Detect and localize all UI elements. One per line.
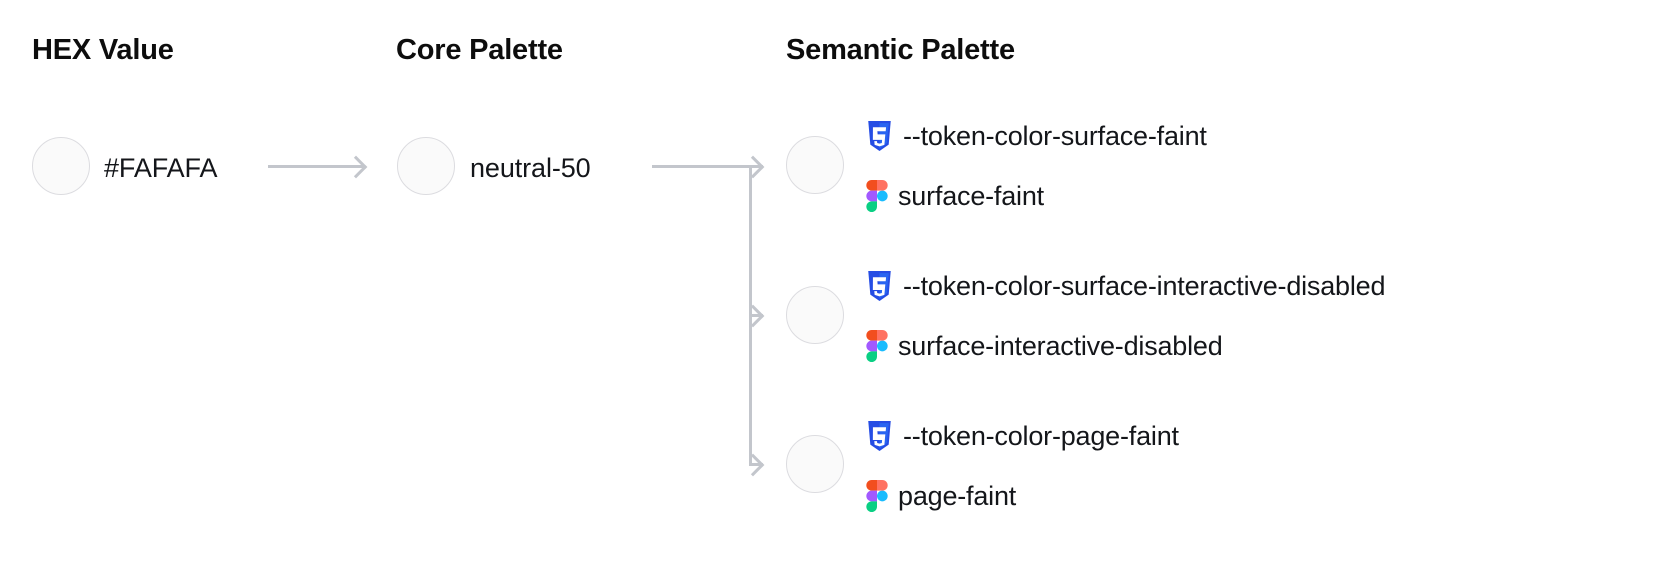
connector-branch-3 bbox=[749, 463, 763, 466]
swatch-semantic-3 bbox=[786, 435, 844, 493]
semantic-token-2-figma-row: surface-interactive-disabled bbox=[866, 330, 1223, 362]
figma-icon bbox=[866, 180, 888, 212]
semantic-token-3-css-row: --token-color-page-faint bbox=[866, 421, 1179, 451]
connector-branch-1 bbox=[749, 165, 763, 168]
connector-core-trunk-entry bbox=[652, 165, 752, 168]
swatch-semantic-2 bbox=[786, 286, 844, 344]
swatch-semantic-1 bbox=[786, 136, 844, 194]
semantic-token-3-figma-label: page-faint bbox=[898, 480, 1017, 511]
css3-icon bbox=[866, 121, 893, 151]
figma-icon bbox=[866, 330, 888, 362]
semantic-token-3-css-label: --token-color-page-faint bbox=[903, 420, 1179, 451]
semantic-token-2-css-row: --token-color-surface-interactive-disabl… bbox=[866, 271, 1385, 301]
arrow-head-branch-3 bbox=[741, 453, 765, 476]
semantic-token-1-figma-label: surface-faint bbox=[898, 180, 1044, 211]
figma-icon bbox=[866, 480, 888, 512]
arrow-head-hex-to-core bbox=[344, 155, 368, 178]
column-heading-core-palette: Core Palette bbox=[396, 34, 563, 66]
column-heading-semantic-palette: Semantic Palette bbox=[786, 34, 1015, 66]
semantic-token-2-figma-label: surface-interactive-disabled bbox=[898, 330, 1223, 361]
semantic-token-1-css-row: --token-color-surface-faint bbox=[866, 121, 1207, 151]
swatch-hex-value bbox=[32, 137, 90, 195]
connector-hex-to-core bbox=[268, 165, 364, 168]
semantic-token-1-css-label: --token-color-surface-faint bbox=[903, 120, 1207, 151]
semantic-token-1-figma-row: surface-faint bbox=[866, 180, 1044, 212]
arrow-head-branch-2 bbox=[741, 304, 765, 327]
arrow-head-branch-1 bbox=[741, 155, 765, 178]
css3-icon bbox=[866, 421, 893, 451]
hex-value-label: #FAFAFA bbox=[104, 153, 218, 183]
css3-icon bbox=[866, 271, 893, 301]
connector-branch-2 bbox=[749, 314, 763, 317]
core-value-label: neutral-50 bbox=[470, 153, 591, 183]
semantic-token-3-figma-row: page-faint bbox=[866, 480, 1016, 512]
column-heading-hex-value: HEX Value bbox=[32, 34, 174, 66]
semantic-token-2-css-label: --token-color-surface-interactive-disabl… bbox=[903, 270, 1386, 301]
swatch-core-palette bbox=[397, 137, 455, 195]
